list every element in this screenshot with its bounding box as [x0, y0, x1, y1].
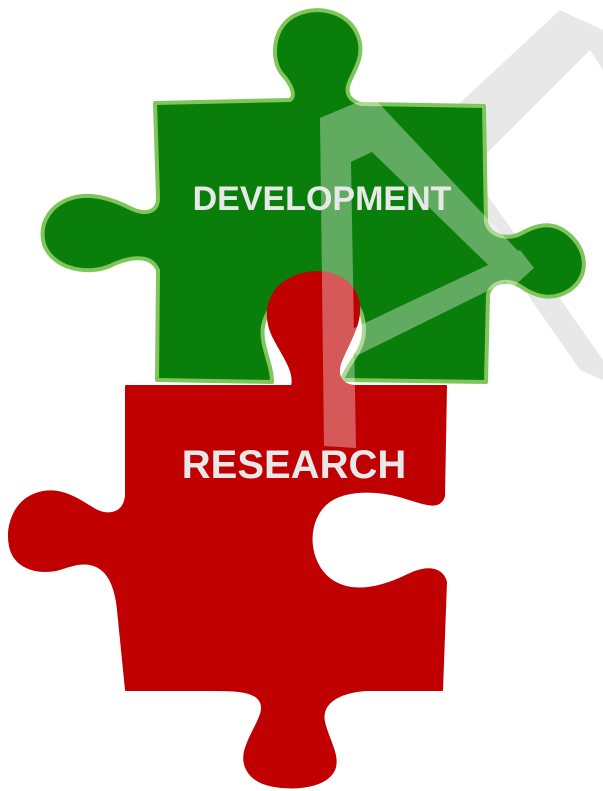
research-puzzle-piece	[8, 271, 447, 789]
research-label: RESEARCH	[182, 443, 406, 487]
watermark-logo-front	[320, 96, 534, 448]
development-label: DEVELOPMENT	[193, 180, 452, 218]
development-puzzle-piece	[40, 8, 586, 384]
